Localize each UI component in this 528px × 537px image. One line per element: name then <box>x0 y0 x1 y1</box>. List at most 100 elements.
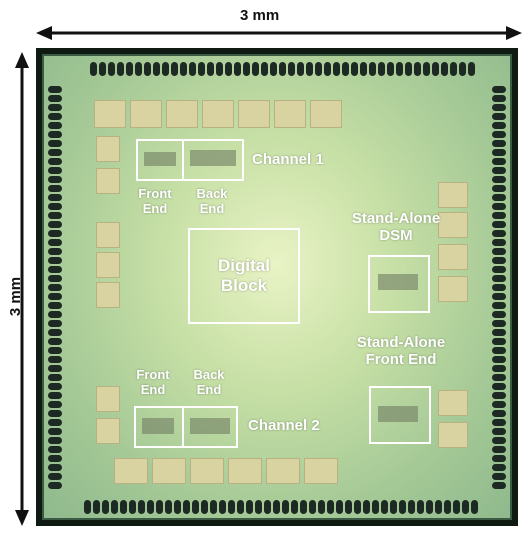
bond-pad <box>219 500 226 514</box>
bond-pad <box>390 500 397 514</box>
bond-pad <box>387 62 394 76</box>
bond-pad <box>156 500 163 514</box>
bond-pad <box>492 383 506 390</box>
bond-pad <box>48 221 62 228</box>
bond-pad <box>102 500 109 514</box>
bond-pad <box>333 62 340 76</box>
io-cell <box>96 222 120 248</box>
bond-pad <box>48 140 62 147</box>
bond-pad <box>48 185 62 192</box>
bond-pad <box>48 311 62 318</box>
bond-pad <box>378 62 385 76</box>
bond-pad <box>48 374 62 381</box>
bond-pad <box>492 239 506 246</box>
bond-pad <box>48 149 62 156</box>
bond-pad <box>492 392 506 399</box>
left-pad-column <box>48 86 64 489</box>
bond-pad <box>444 500 451 514</box>
bond-pad <box>48 122 62 129</box>
bond-pad <box>492 140 506 147</box>
bond-pad <box>48 392 62 399</box>
bond-pad <box>492 473 506 480</box>
standalone-front-end-box <box>369 386 431 444</box>
bond-pad <box>282 500 289 514</box>
back-end-label-bottom: Back End <box>193 367 225 397</box>
bond-pad <box>492 302 506 309</box>
bond-pad <box>189 62 196 76</box>
io-cell <box>304 458 338 484</box>
bond-pad <box>492 122 506 129</box>
bond-pad <box>48 131 62 138</box>
bond-pad <box>492 419 506 426</box>
bond-pad <box>48 428 62 435</box>
bond-pad <box>48 347 62 354</box>
height-arrow-top-head <box>15 52 29 68</box>
bond-pad <box>264 500 271 514</box>
right-pad-column <box>492 86 508 489</box>
bond-pad <box>297 62 304 76</box>
bond-pad <box>48 365 62 372</box>
top-pad-row <box>90 62 475 78</box>
bond-pad <box>243 62 250 76</box>
bond-pad <box>129 500 136 514</box>
bond-pad <box>492 230 506 237</box>
bond-pad <box>48 482 62 489</box>
io-cell <box>202 100 234 128</box>
standalone-dsm-label: Stand-Alone DSM <box>351 210 441 245</box>
bond-pad <box>492 149 506 156</box>
bond-pad <box>492 401 506 408</box>
bond-pad <box>48 329 62 336</box>
bond-pad <box>291 500 298 514</box>
circuit-detail <box>190 418 230 434</box>
bond-pad <box>180 62 187 76</box>
bond-pad <box>48 230 62 237</box>
bond-pad <box>426 500 433 514</box>
io-cell <box>114 458 148 484</box>
bond-pad <box>48 320 62 327</box>
standalone-front-end-label: Stand-Alone Front End <box>356 334 446 369</box>
bond-pad <box>492 410 506 417</box>
bond-pad <box>492 203 506 210</box>
bond-pad <box>432 62 439 76</box>
io-cell <box>438 422 468 448</box>
bond-pad <box>492 437 506 444</box>
channel2-label: Channel 2 <box>248 417 320 434</box>
bond-pad <box>48 356 62 363</box>
bond-pad <box>192 500 199 514</box>
bond-pad <box>492 482 506 489</box>
bond-pad <box>228 500 235 514</box>
bond-pad <box>492 455 506 462</box>
bond-pad <box>48 302 62 309</box>
bond-pad <box>234 62 241 76</box>
bond-pad <box>48 419 62 426</box>
bond-pad <box>48 455 62 462</box>
circuit-detail <box>142 418 174 434</box>
height-label: 3 mm <box>7 276 25 317</box>
io-cell <box>438 182 468 208</box>
bond-pad <box>492 104 506 111</box>
bond-pad <box>225 62 232 76</box>
bond-pad <box>93 500 100 514</box>
bond-pad <box>48 383 62 390</box>
front-end-label-top: Front End <box>138 186 172 216</box>
io-cell <box>96 252 120 278</box>
bond-pad <box>48 257 62 264</box>
bond-pad <box>492 212 506 219</box>
bond-pad <box>372 500 379 514</box>
bond-pad <box>99 62 106 76</box>
bond-pad <box>273 500 280 514</box>
bond-pad <box>183 500 190 514</box>
bond-pad <box>48 113 62 120</box>
bond-pad <box>48 86 62 93</box>
bond-pad <box>48 248 62 255</box>
io-cell <box>96 418 120 444</box>
bond-pad <box>201 500 208 514</box>
bond-pad <box>492 356 506 363</box>
bond-pad <box>216 62 223 76</box>
bond-pad <box>459 62 466 76</box>
bond-pad <box>327 500 334 514</box>
bond-pad <box>153 62 160 76</box>
bond-pad <box>381 500 388 514</box>
bond-pad <box>279 62 286 76</box>
bond-pad <box>435 500 442 514</box>
